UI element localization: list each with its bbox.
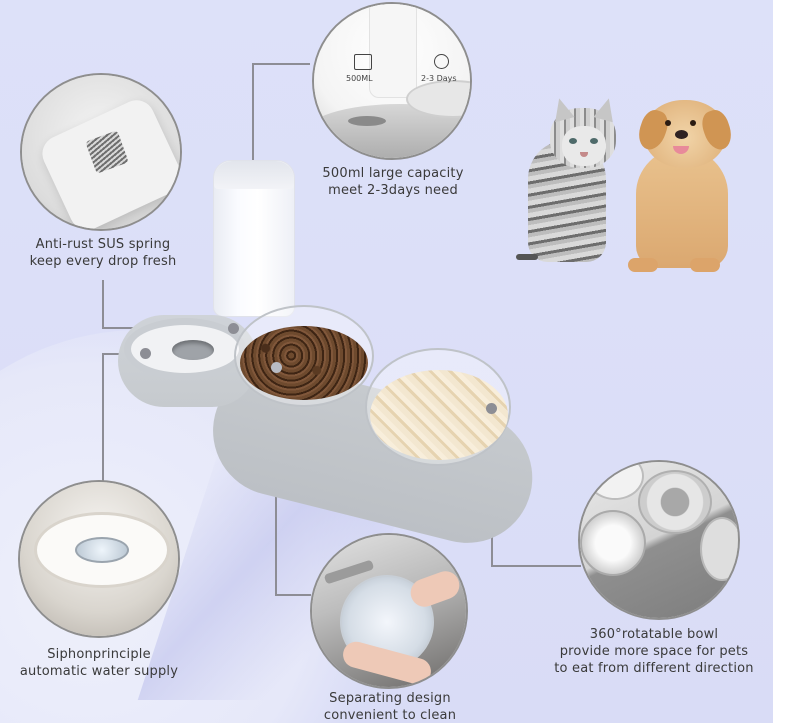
connector-line: [491, 565, 581, 567]
water-bottle: [213, 160, 295, 317]
kibble-food: [240, 326, 368, 400]
capacity-caption-line2: meet 2-3days need: [328, 183, 458, 198]
connector-line: [102, 280, 104, 329]
siphon-caption-line2: automatic water supply: [19, 664, 179, 679]
siphon-caption: Siphonprinciple automatic water supply: [0, 646, 198, 680]
siphon-detail-image: [18, 480, 180, 638]
water-outlet: [172, 340, 214, 360]
washing-caption: Separating design convenient to clean: [290, 690, 490, 723]
clock-icon: [434, 54, 449, 69]
washing-caption-line1: Separating design: [329, 691, 451, 706]
connector-dot: [140, 348, 151, 359]
rotate-icon: [638, 470, 712, 534]
connector-line: [102, 353, 104, 485]
capacity-caption-line1: 500ml large capacity: [322, 166, 464, 181]
siphon-caption-line1: Siphonprinciple: [47, 647, 151, 662]
connector-line: [252, 63, 310, 65]
rotatable-caption-line3: to eat from different direction: [554, 661, 754, 676]
product-infographic: Anti-rust SUS spring keep every drop fre…: [0, 0, 773, 723]
washing-detail-image: [310, 533, 468, 689]
connector-dot: [486, 403, 497, 414]
spring-caption-line1: Anti-rust SUS spring: [35, 237, 171, 252]
rotatable-bowl-detail-image: [578, 460, 740, 620]
connector-dot: [271, 362, 282, 373]
connector-line: [252, 63, 254, 167]
washing-caption-line2: convenient to clean: [323, 708, 457, 723]
rotatable-caption: 360°rotatable bowl provide more space fo…: [536, 626, 772, 677]
rotatable-caption-line2: provide more space for pets: [559, 644, 749, 659]
rotatable-caption-line1: 360°rotatable bowl: [589, 627, 719, 642]
capacity-caption: 500ml large capacity meet 2-3days need: [298, 165, 488, 199]
spring-caption: Anti-rust SUS spring keep every drop fre…: [8, 236, 198, 270]
connector-line: [275, 594, 311, 596]
bottle-icon: [369, 4, 417, 98]
water-supply-icon: [75, 537, 129, 563]
spring-caption-line2: keep every drop fresh: [29, 254, 177, 269]
capacity-detail-image: 500ML 2-3 Days: [312, 2, 472, 160]
volume-label: 500ML: [346, 74, 373, 83]
connector-dot: [228, 323, 239, 334]
time-label: 2-3 Days: [421, 74, 457, 83]
spring-detail-image: [20, 73, 182, 231]
treat-food: [370, 370, 508, 460]
measure-icon: [354, 54, 372, 70]
